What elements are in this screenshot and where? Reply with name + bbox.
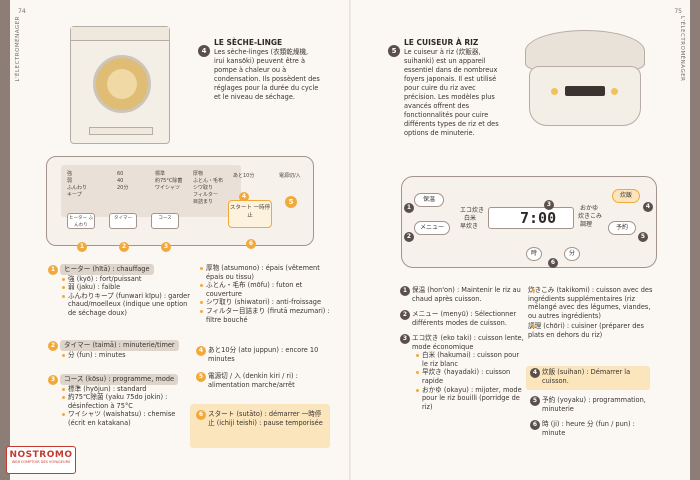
- white-rice-label: 白米: [464, 215, 477, 222]
- eco-label: エコ炊き: [460, 207, 485, 214]
- cooker-marker-1: 1: [404, 202, 414, 213]
- cooker-control-panel: 保温 メニュー エコ炊き 白米 早炊き 7:00 おかゆ 炊きこみ 調理 炊飯 …: [401, 176, 657, 268]
- book-gutter: [349, 0, 351, 480]
- cooker-marker-4: 4: [643, 201, 653, 212]
- heater-heading: ヒーター (hītā) : chauffage: [60, 264, 154, 275]
- cooker-time: 7:00: [520, 209, 557, 227]
- cook-button[interactable]: 炊飯: [612, 189, 640, 203]
- dryer-start-highlight: [190, 404, 330, 448]
- dryer-mid-block: 厚物 (atsumono) : épais (vêtement épais ou…: [196, 264, 330, 324]
- dryer-col3: 標準約75°C除菌ワイシャツ: [155, 171, 183, 191]
- right-page-edge: [690, 0, 700, 480]
- dryer-timer-block: 2 タイマー (taimā) : minuterie/timer 分 (fun)…: [48, 340, 192, 359]
- dryer-door-icon: [93, 55, 151, 113]
- section-number-rice: 5: [388, 45, 400, 57]
- timer-heading: タイマー (taimā) : minuterie/timer: [60, 340, 179, 351]
- section-number-dryer: 4: [198, 45, 210, 57]
- rice-cooker-illustration: [525, 30, 645, 130]
- course-heading: コース (kōsu) : programme, mode: [60, 374, 179, 385]
- rice-keep-warm-block: 1 保温 (hon'on) : Maintenir le riz au chau…: [400, 286, 524, 303]
- running-head-left: L'ÉLECTROMÉNAGER: [15, 16, 21, 82]
- ato-10min-label: あと10分: [233, 173, 255, 179]
- dryer-marker-2: 2: [119, 241, 129, 252]
- rice-section: 5 LE CUISEUR À RIZ Le cuiseur à riz (炊飯器…: [388, 38, 504, 138]
- cooker-marker-2: 2: [404, 231, 414, 242]
- dryer-title: LE SÈCHE-LINGE: [214, 38, 283, 47]
- left-page-edge: [0, 0, 10, 480]
- rice-right-items: 炊きこみ (takikomi) : cuisson avec des ingré…: [528, 286, 656, 340]
- rice-hour-min-block: 6 時 (ji) : heure 分 (fun / pun) : minute: [530, 420, 650, 437]
- dryer-marker-1: 1: [77, 241, 87, 252]
- rice-eco-block: 3 エコ炊き (eko taki) : cuisson lente, mode …: [400, 334, 524, 411]
- quick-label: 早炊き: [460, 223, 479, 230]
- rice-timer-block: 5 予約 (yoyaku) : programmation, minuterie: [530, 396, 650, 413]
- dryer-course-block: 3 コース (kōsu) : programme, mode 標準 (hyōju…: [48, 374, 192, 428]
- nostromo-logo: NOSTROMO WEB COMPTOIR DES VOYAGEURS: [6, 446, 76, 474]
- dryer-start-block: 6 スタート (sutāto) : démarrer 一時停止 (ichiji …: [196, 410, 326, 427]
- rice-cook-block: 4 炊飯 (suihan) : Démarrer la cuisson.: [530, 368, 650, 385]
- rice-description: Le cuiseur à riz (炊飯器, suihanki) est un …: [404, 48, 499, 137]
- cooker-marker-5: 5: [638, 231, 648, 242]
- cooking-label: 調理: [580, 221, 593, 228]
- hour-button[interactable]: 時: [526, 247, 542, 261]
- dryer-marker-3: 3: [161, 241, 171, 252]
- keep-warm-button[interactable]: 保温: [414, 193, 444, 207]
- running-head-right: L'ÉLECTROMÉNAGER: [679, 16, 685, 82]
- start-pause-button[interactable]: スタート 一時停止: [228, 200, 272, 228]
- cooker-display: [488, 207, 574, 229]
- rice-cook-highlight: [526, 366, 650, 390]
- page-number-left: 74: [18, 8, 26, 15]
- page-number-right: 75: [674, 8, 682, 15]
- dryer-section: 4 LE SÈCHE-LINGE Les sèche-linges (衣類乾燥機…: [198, 38, 320, 102]
- dryer-marker-6: 6: [246, 238, 256, 249]
- course-button[interactable]: コース: [151, 213, 179, 229]
- rice-menu-block: 2 メニュー (menyū) : Sélectionner différents…: [400, 310, 524, 327]
- dryer-illustration: [70, 26, 170, 144]
- menu-button[interactable]: メニュー: [414, 221, 450, 235]
- timer-button[interactable]: タイマー: [109, 213, 137, 229]
- dryer-description: Les sèche-linges (衣類乾燥機, irui kansōki) p…: [214, 48, 320, 101]
- dryer-col4: 厚物ふとん・毛布シワ取りフィルター目詰まり: [193, 171, 224, 205]
- dryer-col1: 強弱ふんわりキープ: [67, 171, 88, 198]
- porridge-label: おかゆ: [580, 205, 599, 212]
- power-label: 電源切/入: [279, 173, 301, 179]
- dryer-settings-grid: [61, 165, 241, 217]
- dryer-power-block: 5 電源切 / 入 (denkin kiri / ri) : alimentat…: [196, 372, 330, 389]
- dryer-ato10-block: 4 あと10分 (ato juppun) : encore 10 minutes: [196, 346, 330, 363]
- dryer-heater-block: 1 ヒーター (hītā) : chauffage 強 (kyō) : fort…: [48, 264, 192, 318]
- timer-preset-button[interactable]: 予約: [608, 221, 636, 235]
- rice-title: LE CUISEUR À RIZ: [404, 38, 479, 47]
- dryer-marker-4: 4: [239, 191, 249, 202]
- cooker-marker-6: 6: [548, 257, 558, 268]
- mixed-rice-label: 炊きこみ: [578, 213, 603, 220]
- cooker-marker-3: 3: [544, 199, 554, 210]
- heater-button[interactable]: ヒーター ふんわり: [67, 213, 95, 229]
- minute-button[interactable]: 分: [564, 247, 580, 261]
- dryer-marker-5: 5: [285, 196, 297, 208]
